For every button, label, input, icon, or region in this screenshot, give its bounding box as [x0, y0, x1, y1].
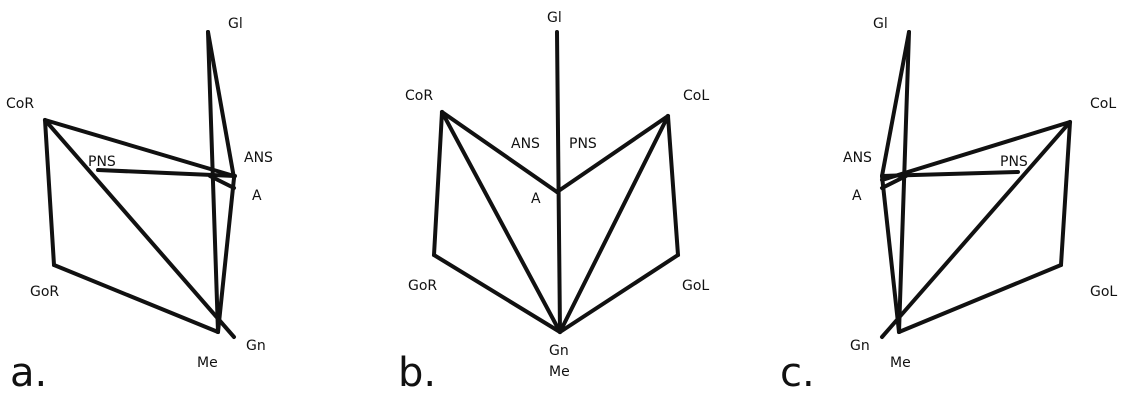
panel-letter-a: a. [10, 350, 47, 393]
label-a: A [252, 188, 262, 204]
panel-a-segment-a-tick [208, 174, 236, 190]
panel-a-segment-cor-gn [43, 118, 236, 339]
panel-c-segment-a-tick [880, 174, 908, 190]
panel-letter-b: b. [398, 350, 436, 393]
label-pns: PNS [88, 154, 116, 170]
panel-b-segment-gl-me [555, 30, 562, 334]
panel-b-segment-gol-me [558, 253, 680, 334]
panel-a-segment-gl-me [206, 30, 220, 334]
label-me: Me [197, 355, 218, 371]
label-gn: Gn [246, 338, 266, 354]
label-gn: Gn [549, 343, 569, 359]
label-ans: ANS [511, 136, 540, 152]
panel-b-segment-col-a [555, 114, 670, 194]
panel-a-segment-cor-ans [43, 118, 236, 178]
panel-a-segment-a-me [216, 176, 236, 334]
panel-c-segment-ans-me [880, 174, 901, 334]
panel-b-segment-cor-a [440, 110, 559, 194]
label-col: CoL [1090, 96, 1116, 112]
label-gl: Gl [228, 16, 243, 32]
panel-c-segment-col-gol [1059, 120, 1072, 267]
panel-a-segment-cor-gor [43, 118, 56, 267]
label-a: A [531, 191, 541, 207]
label-cor: CoR [6, 96, 34, 112]
label-col: CoL [683, 88, 709, 104]
panel-b-segment-col-me [558, 114, 670, 334]
panel-a-segment-gl-a [206, 30, 236, 180]
panel-letter-c: c. [780, 350, 815, 393]
panel-c-segment-col-gn [880, 120, 1072, 339]
panel-c-segment-col-ans [880, 120, 1072, 182]
label-me: Me [890, 355, 911, 371]
panel-a-segment-gor-me [52, 263, 220, 334]
panel-c-segment-gol-me [897, 263, 1063, 334]
label-ans: ANS [244, 150, 273, 166]
label-gor: GoR [30, 284, 59, 300]
label-gol: GoL [1090, 284, 1117, 300]
label-pns: PNS [569, 136, 597, 152]
label-ans: ANS [843, 150, 872, 166]
panel-b: Gl CoR CoL ANS PNS A GoR GoL Gn Me b. [398, 10, 709, 393]
panel-b-segment-cor-me [440, 110, 562, 334]
panel-b-segment-gor-me [432, 253, 562, 334]
panel-c-segment-gl-me [897, 30, 911, 334]
label-a: A [852, 188, 862, 204]
panel-a: Gl CoR PNS ANS A GoR Gn Me a. [6, 16, 273, 393]
label-gl: Gl [547, 10, 562, 26]
label-pns: PNS [1000, 154, 1028, 170]
panel-b-segment-col-gol [666, 114, 680, 257]
label-cor: CoR [405, 88, 433, 104]
label-gol: GoL [682, 278, 709, 294]
label-gor: GoR [408, 278, 437, 294]
panel-c: Gl CoL ANS PNS A GoL Gn Me c. [780, 16, 1117, 393]
label-me: Me [549, 364, 570, 380]
label-gn: Gn [850, 338, 870, 354]
label-gl: Gl [873, 16, 888, 32]
panel-b-segment-cor-gor [432, 110, 444, 257]
panel-c-segment-gl-ans [880, 30, 911, 178]
